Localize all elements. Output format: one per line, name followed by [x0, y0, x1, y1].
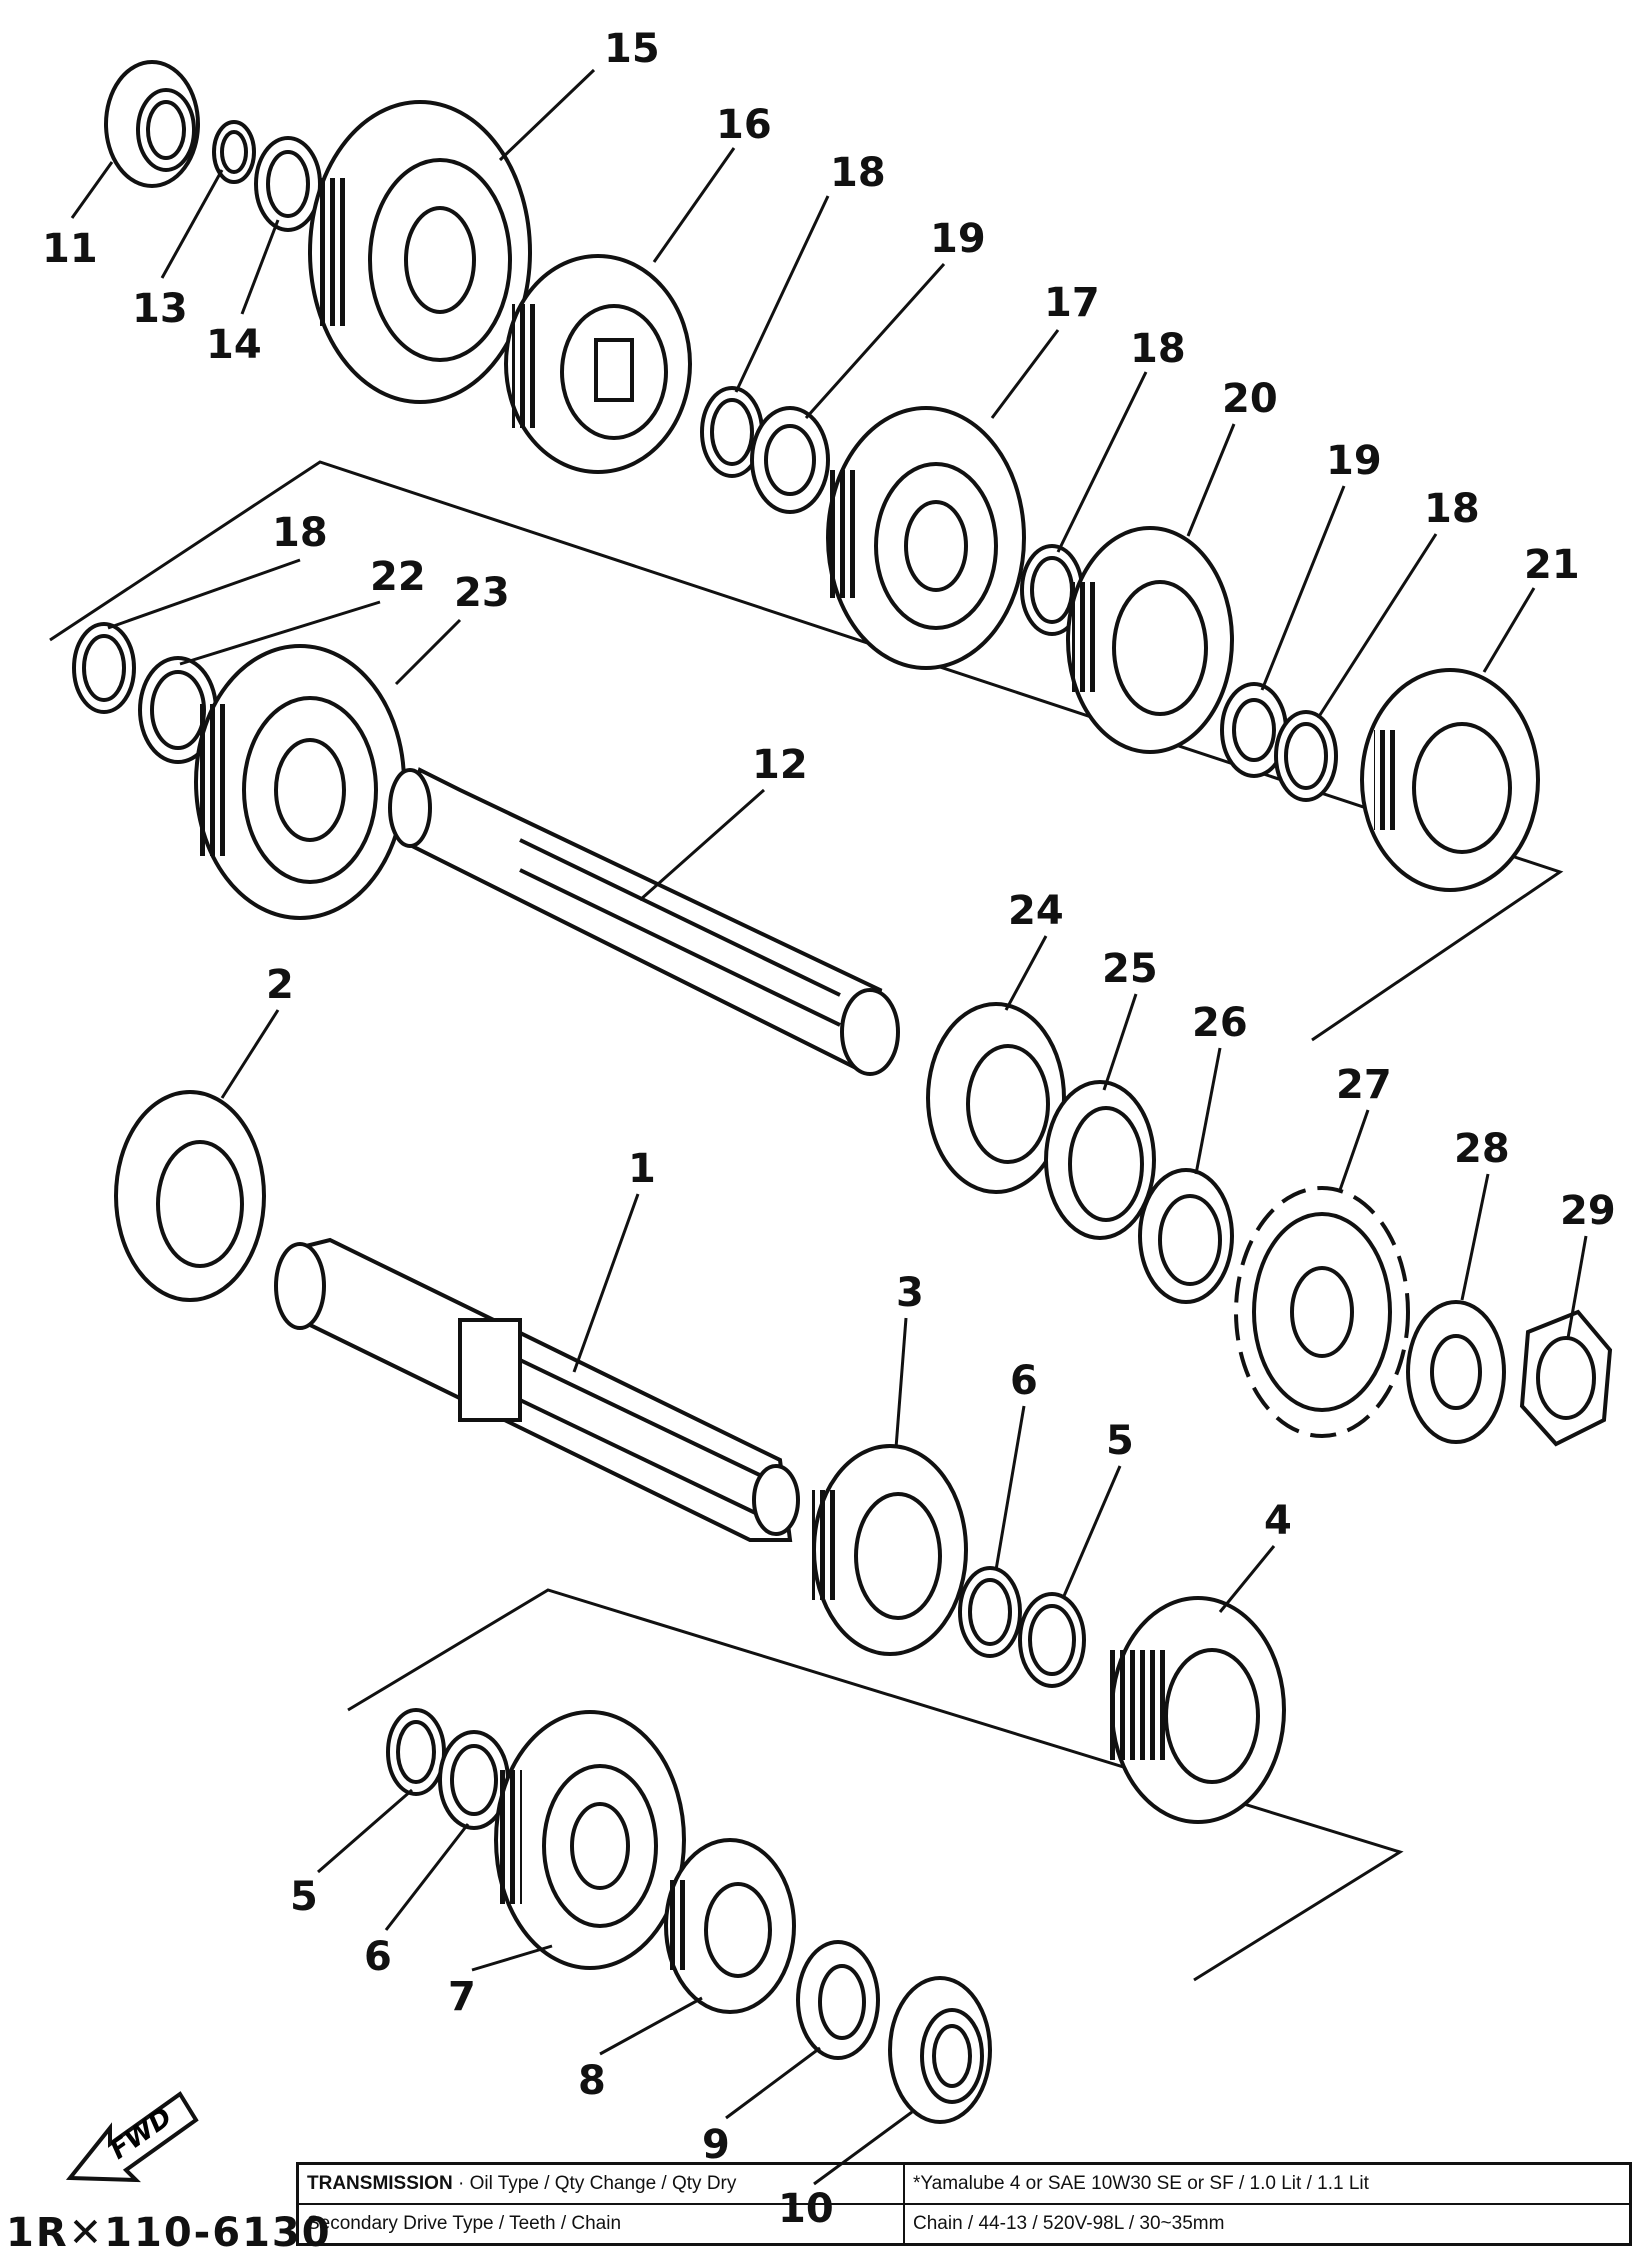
- shaft-group-outline-lower: [347, 1588, 1404, 1982]
- part-10-needle-bearing: [888, 1976, 992, 2124]
- callout-18: 18: [830, 150, 886, 196]
- callout-18: 18: [1130, 326, 1186, 372]
- part-19-washer: [750, 406, 830, 514]
- part-8-gear: [664, 1838, 796, 2014]
- part-6-washer: [958, 1566, 1022, 1658]
- callout-8: 8: [578, 2058, 606, 2104]
- spec-value-transmission: *Yamalube 4 or SAE 10W30 SE or SF / 1.0 …: [903, 2162, 1632, 2205]
- callout-6: 6: [364, 1934, 392, 1980]
- part-9-collar: [796, 1940, 880, 2060]
- part-5-circlip: [386, 1708, 446, 1796]
- part-23-gear: [194, 644, 406, 920]
- callout-15: 15: [604, 26, 660, 72]
- part-3-gear: [812, 1444, 968, 1656]
- callout-18: 18: [1424, 486, 1480, 532]
- callout-26: 26: [1192, 1000, 1248, 1046]
- callout-19: 19: [930, 216, 986, 262]
- part-25-oil-seal: [1044, 1080, 1156, 1240]
- spec-label-rest: · Oil Type / Qty Change / Qty Dry: [452, 2173, 737, 2194]
- callout-28: 28: [1454, 1126, 1510, 1172]
- callout-5: 5: [290, 1874, 318, 1920]
- part-18-circlip: [72, 622, 136, 714]
- callout-11: 11: [42, 226, 98, 272]
- spec-table: TRANSMISSION · Oil Type / Qty Change / Q…: [296, 2162, 1632, 2246]
- callout-9: 9: [702, 2122, 730, 2168]
- callout-16: 16: [716, 102, 772, 148]
- callout-19: 19: [1326, 438, 1382, 484]
- callout-27: 27: [1336, 1062, 1392, 1108]
- callout-18: 18: [272, 510, 328, 556]
- spec-value-secondary-drive: Chain / 44-13 / 520V-98L / 30~35mm: [903, 2203, 1632, 2246]
- part-27-drive-sprocket: [1234, 1186, 1410, 1438]
- part-21-gear: [1360, 668, 1540, 892]
- callout-17: 17: [1044, 280, 1100, 326]
- callout-1: 1: [628, 1146, 656, 1192]
- callout-14: 14: [206, 322, 262, 368]
- part-16-gear: [504, 254, 692, 474]
- part-18-circlip: [700, 386, 764, 478]
- callout-24: 24: [1008, 888, 1064, 934]
- spec-label-bold: TRANSMISSION: [307, 2173, 453, 2194]
- part-11-needle-bearing: [104, 60, 200, 188]
- part-24-bearing: [926, 1002, 1066, 1194]
- callout-23: 23: [454, 570, 510, 616]
- part-12-main-axle: [388, 767, 900, 1076]
- spec-label-transmission: TRANSMISSION · Oil Type / Qty Change / Q…: [296, 2162, 905, 2205]
- callout-12: 12: [752, 742, 808, 788]
- table-row: Secondary Drive Type / Teeth / Chain Cha…: [296, 2203, 1632, 2246]
- callout-6: 6: [1010, 1358, 1038, 1404]
- forward-arrow-icon: FWD: [65, 2091, 199, 2183]
- part-6-washer: [438, 1730, 510, 1830]
- callout-29: 29: [1560, 1188, 1616, 1234]
- part-18-circlip: [1020, 544, 1084, 636]
- callout-13: 13: [132, 286, 188, 332]
- part-5-circlip: [1018, 1592, 1086, 1688]
- callout-5: 5: [1106, 1418, 1134, 1464]
- part-29-nut: [1519, 1309, 1613, 1447]
- callout-22: 22: [370, 554, 426, 600]
- part-7-gear: [494, 1710, 686, 1970]
- part-18-circlip: [1274, 710, 1338, 802]
- callout-7: 7: [448, 1974, 476, 2020]
- part-26-collar: [1138, 1168, 1234, 1304]
- part-28-lock-washer: [1406, 1300, 1506, 1444]
- part-17-gear: [826, 406, 1026, 670]
- part-19-washer: [1220, 682, 1288, 778]
- callout-3: 3: [896, 1270, 924, 1316]
- callout-4: 4: [1264, 1498, 1292, 1544]
- spec-label-secondary-drive: Secondary Drive Type / Teeth / Chain: [296, 2203, 905, 2246]
- part-15-gear: [308, 100, 532, 404]
- part-1-drive-axle: [274, 1237, 800, 1542]
- part-2-bearing: [114, 1090, 266, 1302]
- part-13-circlip: [212, 120, 256, 184]
- diagram-code: 1R✕110-6130: [6, 2210, 332, 2256]
- part-14-washer: [254, 136, 322, 232]
- callout-21: 21: [1524, 542, 1580, 588]
- callout-2: 2: [266, 962, 294, 1008]
- callout-25: 25: [1102, 946, 1158, 992]
- table-row: TRANSMISSION · Oil Type / Qty Change / Q…: [296, 2162, 1632, 2205]
- part-4-gear: [1108, 1596, 1286, 1824]
- callout-20: 20: [1222, 376, 1278, 422]
- part-20-gear: [1066, 526, 1234, 754]
